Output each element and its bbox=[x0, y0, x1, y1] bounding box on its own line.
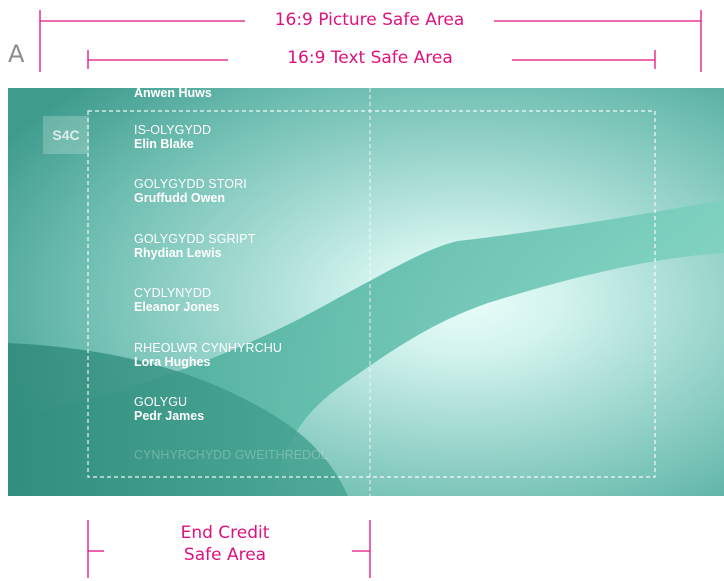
credit-name: Rhydian Lewis bbox=[134, 246, 222, 260]
end-credit-label-line1: End Credit bbox=[180, 523, 270, 543]
tv-frame: S4C Anwen Huws IS-OLYGYDD Elin Blake GOL… bbox=[8, 88, 724, 496]
end-credit-label: End Credit Safe Area bbox=[150, 522, 300, 566]
credit-entry: GOLYGU Pedr James bbox=[134, 395, 204, 423]
credit-role: GOLYGYDD SGRIPT bbox=[134, 232, 256, 246]
credit-top-name: Anwen Huws bbox=[134, 88, 212, 100]
credit-role: GOLYGU bbox=[134, 395, 188, 409]
variant-letter: A bbox=[8, 40, 25, 68]
credit-name: Gruffudd Owen bbox=[134, 191, 225, 205]
credit-role: GOLYGYDD STORI bbox=[134, 177, 247, 191]
credit-role: RHEOLWR CYNHYRCHU bbox=[134, 341, 283, 355]
credit-name: Elin Blake bbox=[134, 137, 194, 151]
credit-name: Eleanor Jones bbox=[134, 300, 220, 314]
credit-entry: RHEOLWR CYNHYRCHU Lora Hughes bbox=[134, 341, 282, 369]
credit-entry: CYDLYNYDD Eleanor Jones bbox=[134, 286, 219, 314]
credit-faded-role: CYNHYRCHYDD GWEITHREDOL bbox=[134, 448, 328, 462]
credit-entry: GOLYGYDD STORI Gruffudd Owen bbox=[134, 177, 247, 205]
end-credit-label-line2: Safe Area bbox=[183, 545, 267, 565]
text-safe-label: 16:9 Text Safe Area bbox=[287, 48, 453, 68]
credit-name: Pedr James bbox=[134, 409, 205, 423]
credit-role: CYDLYNYDD bbox=[134, 286, 212, 300]
credit-entry: IS-OLYGYDD Elin Blake bbox=[134, 123, 211, 151]
credit-entry: GOLYGYDD SGRIPT Rhydian Lewis bbox=[134, 232, 255, 260]
picture-safe-label: 16:9 Picture Safe Area bbox=[274, 10, 465, 30]
tv-background bbox=[8, 88, 724, 496]
credit-name: Lora Hughes bbox=[134, 355, 211, 369]
channel-logo: S4C bbox=[43, 116, 89, 154]
credit-role: IS-OLYGYDD bbox=[134, 123, 212, 137]
